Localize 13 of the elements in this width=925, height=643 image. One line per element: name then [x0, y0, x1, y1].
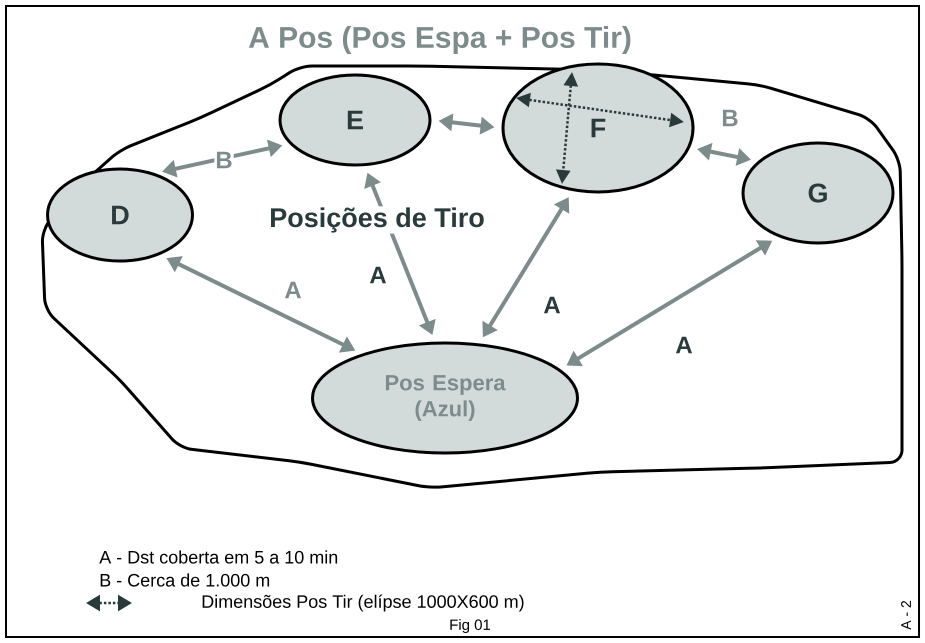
area-label: Posições de Tiro — [268, 206, 486, 234]
page-number: A - 2 — [901, 600, 911, 630]
edge-label: A — [542, 296, 562, 314]
legend-text: B - Cerca de 1.000 m — [100, 573, 270, 587]
edge-label: A — [368, 266, 388, 284]
legend-text: Dimensões Pos Tir (elípse 1000X600 m) — [202, 594, 524, 612]
figure-caption: Fig 01 — [450, 619, 490, 633]
node-label: A Pos (Pos Espa + Pos Tir) — [248, 26, 630, 54]
edge-label: B — [720, 108, 740, 128]
edge-label: B — [214, 150, 234, 170]
legend-text: A - Dst coberta em 5 a 10 min — [99, 550, 338, 564]
edge-label: A — [674, 336, 694, 354]
edge-label: A — [283, 280, 303, 300]
